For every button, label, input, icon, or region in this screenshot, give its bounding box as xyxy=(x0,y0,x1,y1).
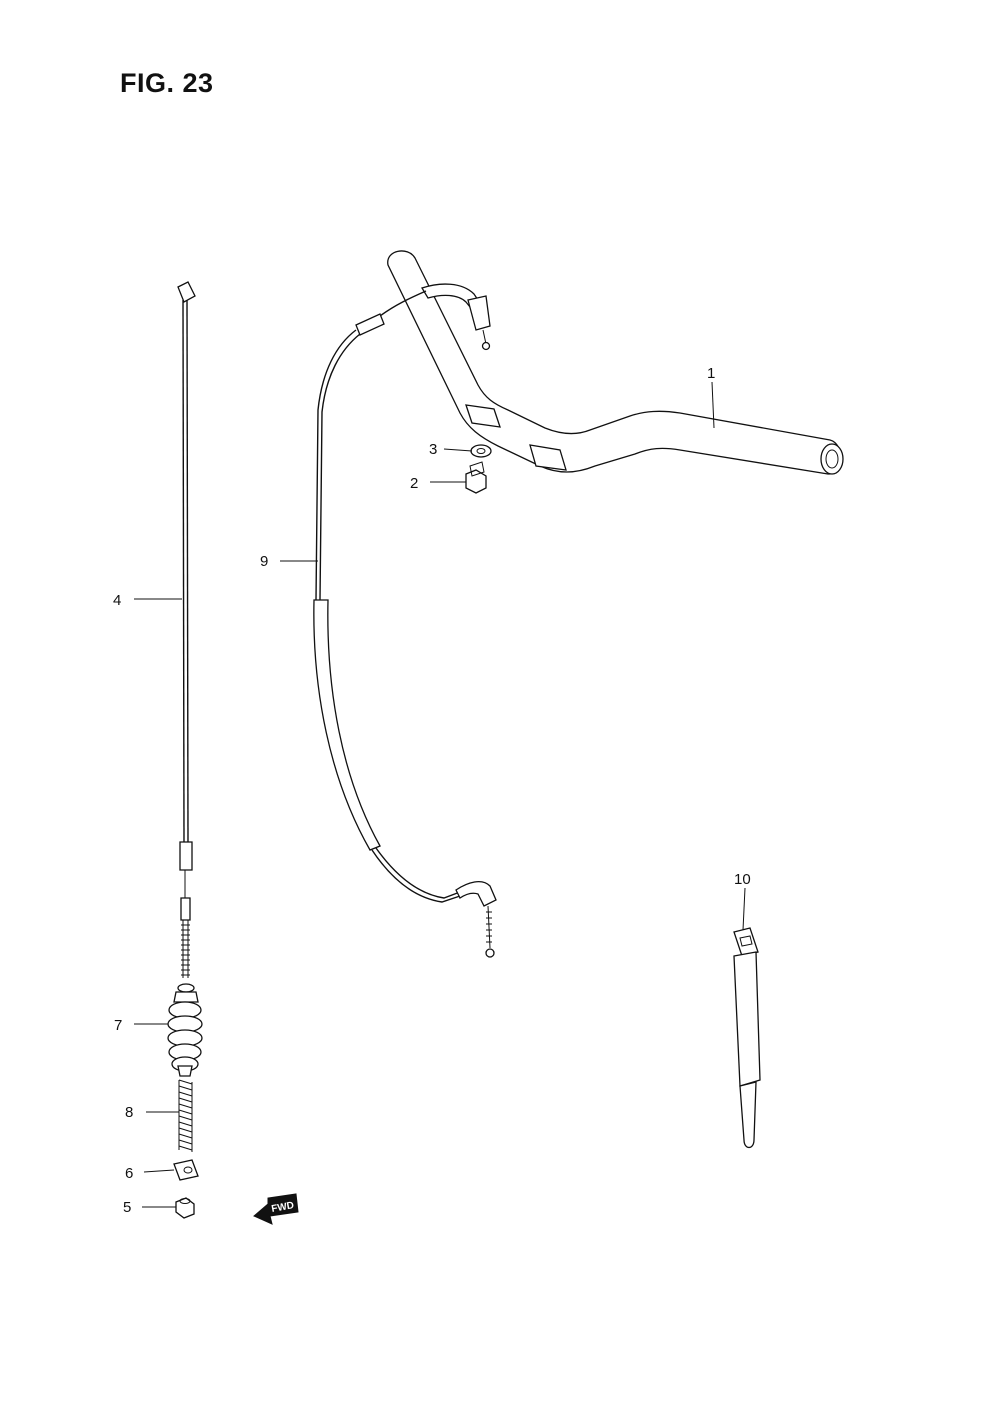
figure-title: FIG. 23 xyxy=(120,68,214,98)
callout-4: 4 xyxy=(113,592,121,609)
callout-10: 10 xyxy=(734,871,751,888)
callout-9: 9 xyxy=(260,553,268,570)
washer-part[interactable] xyxy=(470,444,492,458)
callout-7: 7 xyxy=(114,1017,122,1034)
bolt-part[interactable] xyxy=(465,461,487,494)
callout-6: 6 xyxy=(125,1165,133,1182)
fwd-label: FWD xyxy=(271,1200,295,1215)
callout-8: 8 xyxy=(125,1104,133,1121)
leader-lines xyxy=(134,381,746,1208)
callout-5: 5 xyxy=(123,1199,131,1216)
cable-part-4[interactable] xyxy=(177,281,196,978)
nut-part[interactable] xyxy=(175,1197,195,1219)
callout-2: 2 xyxy=(410,475,418,492)
handlebar-part[interactable] xyxy=(387,250,844,475)
leader-3 xyxy=(443,448,473,452)
callout-1: 1 xyxy=(707,365,715,382)
boot-part[interactable] xyxy=(167,983,203,1077)
leader-10 xyxy=(742,887,746,931)
cable-part-9[interactable] xyxy=(313,290,497,958)
cable-tie-part[interactable] xyxy=(733,927,761,1149)
fwd-arrow-icon: FWD xyxy=(253,1193,299,1225)
spring-part[interactable] xyxy=(178,1079,193,1152)
leader-6 xyxy=(143,1169,175,1173)
leader-1 xyxy=(711,381,715,429)
adjuster-part[interactable] xyxy=(173,1159,199,1181)
callout-3: 3 xyxy=(429,441,437,458)
